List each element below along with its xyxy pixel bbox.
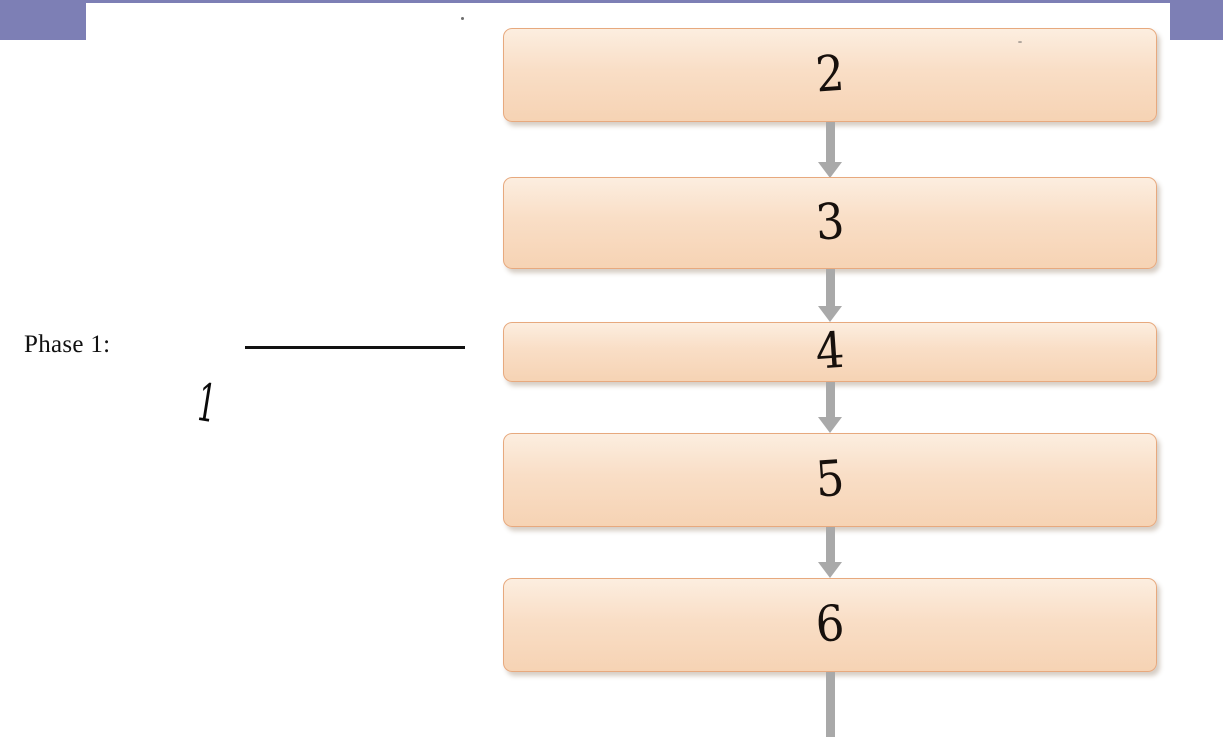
flow-node-2[interactable]: 2: [503, 28, 1157, 122]
flow-connector-tail: [826, 672, 835, 737]
flow-node-2-label: 2: [813, 44, 847, 104]
flow-arrow-3-to-4: [818, 269, 842, 322]
flow-node-5[interactable]: 5: [503, 433, 1157, 527]
scan-speck-top: [461, 17, 464, 20]
blank-answer-rule: [245, 346, 465, 349]
flow-node-3-label: 3: [813, 192, 847, 252]
flow-node-4-label: 4: [813, 321, 847, 381]
flow-node-6-label: 6: [813, 594, 847, 654]
flow-arrow-5-to-6: [818, 527, 842, 578]
scan-speck-node: [1018, 41, 1022, 43]
flow-node-5-label: 5: [813, 449, 847, 509]
handwritten-annotation-1: 1: [192, 372, 221, 436]
page-title: Phase 1:: [24, 331, 111, 358]
flowchart: 2 3 4 5 6: [503, 0, 1157, 737]
flow-arrow-4-to-5: [818, 382, 842, 433]
accent-hairline: [86, 0, 1170, 3]
accent-bar-left: [0, 0, 86, 40]
flow-arrow-2-to-3: [818, 122, 842, 178]
flow-node-3[interactable]: 3: [503, 177, 1157, 269]
accent-bar-right: [1170, 0, 1223, 40]
flow-node-6[interactable]: 6: [503, 578, 1157, 672]
flow-node-4[interactable]: 4: [503, 322, 1157, 382]
